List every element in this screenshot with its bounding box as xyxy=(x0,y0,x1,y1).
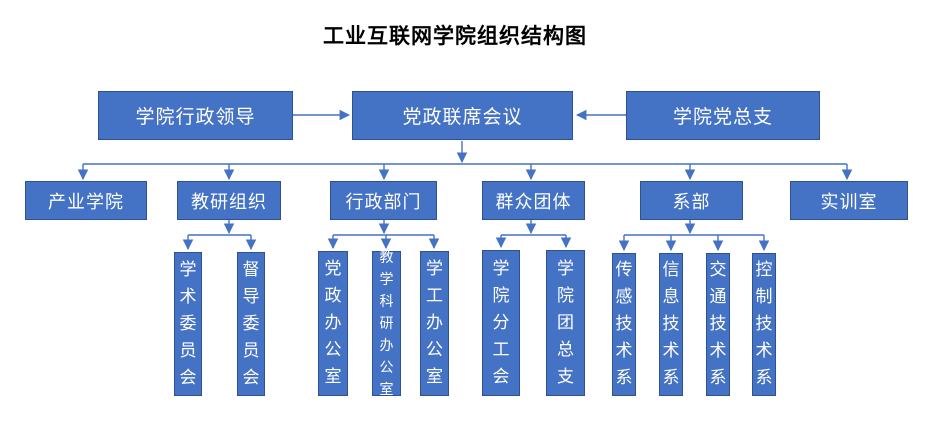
admin-departments-branch xyxy=(327,220,440,250)
mass-organizations-branch xyxy=(495,220,572,249)
box-admin-departments: 行政部门 xyxy=(330,181,437,220)
box-admin-leadership: 学院行政领导 xyxy=(98,91,293,140)
box-student-affairs-office: 学 工 办 公 室 xyxy=(420,251,449,396)
box-youth-league-branch: 学 院 团 总 支 xyxy=(546,250,585,396)
box-party-general-branch: 学院党总支 xyxy=(626,91,820,140)
teaching-research-branch xyxy=(182,220,257,251)
box-sensing-tech-dept: 传 感 技 术 系 xyxy=(612,253,636,396)
box-party-gov-office: 党 政 办 公 室 xyxy=(318,251,348,396)
box-joint-meeting: 党政联席会议 xyxy=(352,91,573,140)
box-departments: 系部 xyxy=(640,181,743,220)
box-academic-committee: 学 术 委 员 会 xyxy=(174,252,202,396)
box-training-room: 实训室 xyxy=(790,181,908,220)
box-industry-college: 产业学院 xyxy=(25,181,147,220)
box-info-tech-dept: 信 息 技 术 系 xyxy=(659,253,683,396)
box-supervision-committee: 督 导 委 员 会 xyxy=(237,252,265,396)
box-control-tech-dept: 控 制 技 术 系 xyxy=(752,253,776,396)
box-teaching-research-org: 教研组织 xyxy=(177,181,281,220)
diagram-title: 工业互联网学院组织结构图 xyxy=(323,24,587,48)
box-transport-tech-dept: 交 通 技 术 系 xyxy=(706,253,730,396)
level2-connectors xyxy=(77,141,853,181)
box-mass-organizations: 群众团体 xyxy=(482,181,585,220)
departments-branch xyxy=(618,220,770,252)
box-union-branch: 学 院 分 工 会 xyxy=(482,250,520,396)
box-teaching-research-office: 教 学 科 研 办 公 室 xyxy=(372,250,401,398)
